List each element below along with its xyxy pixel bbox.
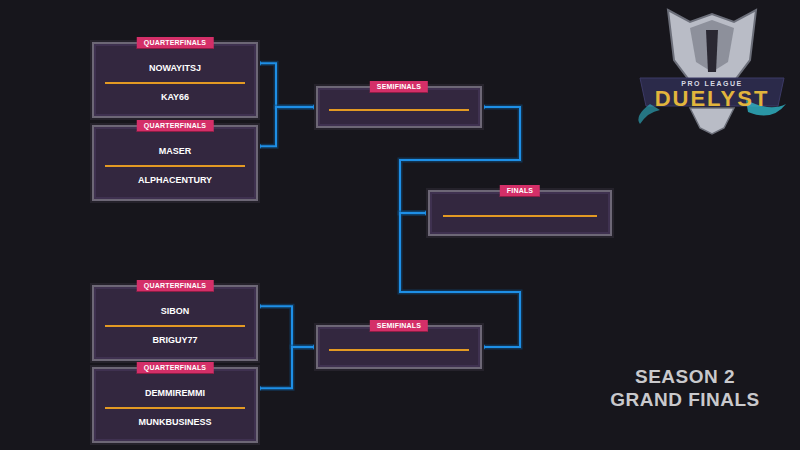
event-heading: SEASON 2 GRAND FINALS xyxy=(600,366,770,412)
round-tab: FINALS xyxy=(500,185,540,197)
divider-line xyxy=(105,325,244,327)
round-tab: SEMIFINALS xyxy=(370,81,428,93)
connector-glow xyxy=(258,107,316,146)
player-name: KAY66 xyxy=(161,92,189,103)
bracket-connector xyxy=(258,306,316,347)
bracket-connector xyxy=(258,63,316,107)
slot-body: NOWAYITSJ KAY66 xyxy=(94,44,256,116)
divider-line xyxy=(105,407,244,409)
round-tab: SEMIFINALS xyxy=(370,320,428,332)
round-tab: QUARTERFINALS xyxy=(137,362,214,374)
slot-body: MASER ALPHACENTURY xyxy=(94,127,256,199)
slot-body: DEMMIREMMI MUNKBUSINESS xyxy=(94,369,256,441)
divider-line xyxy=(329,109,468,111)
connector-glow xyxy=(258,63,316,107)
divider-line xyxy=(105,165,244,167)
slot-body xyxy=(430,192,610,234)
slot-body xyxy=(318,88,480,126)
divider-line xyxy=(105,82,244,84)
divider-line xyxy=(443,215,598,217)
match-box: NOWAYITSJKAY66QUARTERFINALS xyxy=(92,42,258,118)
player-name: DEMMIREMMI xyxy=(145,388,205,399)
bracket-connector xyxy=(258,107,316,146)
slot-body: SIBON BRIGUY77 xyxy=(94,287,256,359)
match-box: DEMMIREMMIMUNKBUSINESSQUARTERFINALS xyxy=(92,367,258,443)
player-name: MUNKBUSINESS xyxy=(138,417,211,428)
divider-line xyxy=(329,349,468,351)
logo-wordmark: DUELYST xyxy=(640,86,784,112)
connector-glow xyxy=(258,306,316,347)
bracket-slot: SEMIFINALS xyxy=(316,325,482,369)
bracket-connector xyxy=(258,347,316,388)
bracket-slot: SEMIFINALS xyxy=(316,86,482,128)
player-name: BRIGUY77 xyxy=(152,335,197,346)
helmet-logo xyxy=(638,10,786,134)
player-name: MASER xyxy=(159,146,192,157)
round-tab: QUARTERFINALS xyxy=(137,120,214,132)
player-name: SIBON xyxy=(161,306,190,317)
match-box: MASERALPHACENTURYQUARTERFINALS xyxy=(92,125,258,201)
round-tab: QUARTERFINALS xyxy=(137,280,214,292)
player-name: NOWAYITSJ xyxy=(149,63,201,74)
round-tab: QUARTERFINALS xyxy=(137,37,214,49)
player-name: ALPHACENTURY xyxy=(138,175,212,186)
match-box: SIBONBRIGUY77QUARTERFINALS xyxy=(92,285,258,361)
connector-glow xyxy=(258,347,316,388)
bracket-slot: FINALS xyxy=(428,190,612,236)
slot-body xyxy=(318,327,480,367)
